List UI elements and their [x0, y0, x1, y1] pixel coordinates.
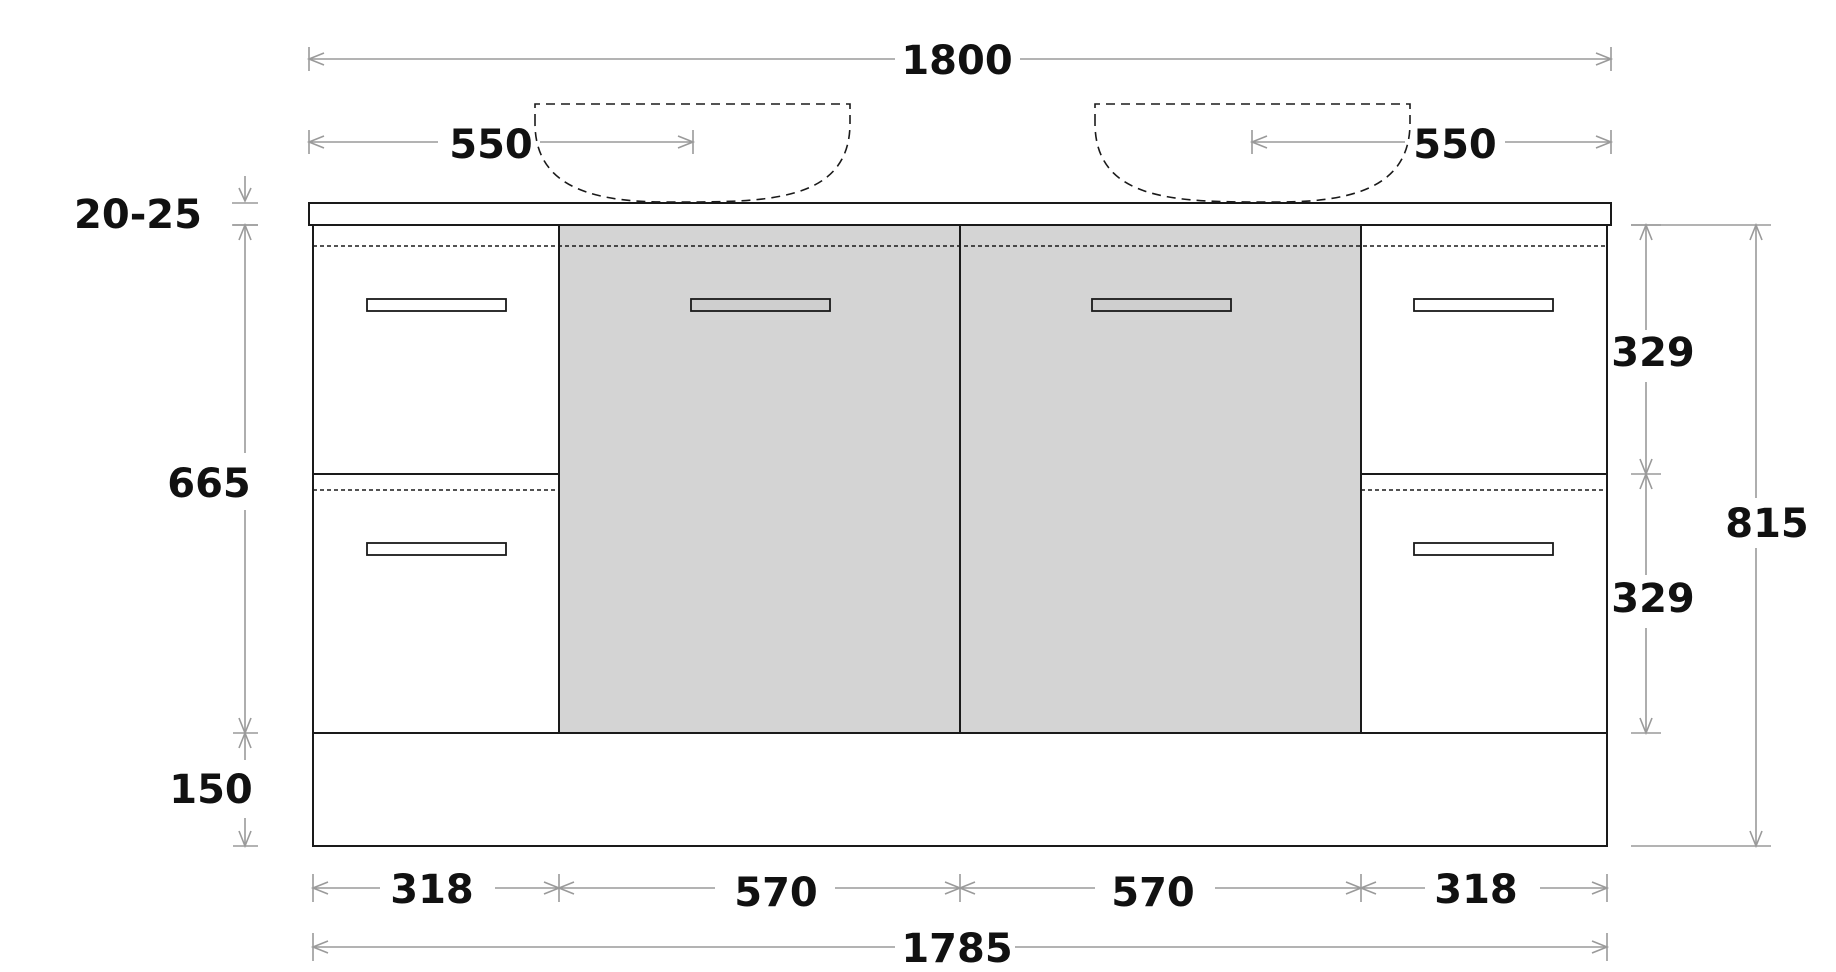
dimension-329-upper: 329 [1611, 222, 1695, 477]
dimension-label-665: 665 [167, 461, 251, 507]
door-handle-right [1091, 298, 1232, 312]
dimension-1800: 1800 [306, 38, 1614, 84]
plinth [312, 732, 1608, 847]
drawer-handle-top-right [1413, 298, 1554, 312]
dimension-550-left: 550 [306, 122, 696, 168]
dimension-label-1800: 1800 [901, 38, 1012, 84]
dimension-815: 815 [1631, 222, 1809, 849]
dimension-665: 665 [167, 222, 258, 736]
dimension-label-815: 815 [1725, 501, 1809, 547]
left-basin-outline [534, 103, 851, 203]
dimension-label-570-right: 570 [1111, 870, 1195, 916]
dimension-label-329-upper: 329 [1611, 330, 1695, 376]
dimension-550-right: 550 [1249, 122, 1614, 168]
dimension-20-25: 20-25 [74, 176, 258, 238]
dimension-150: 150 [169, 730, 258, 849]
dimension-label-1785: 1785 [901, 926, 1012, 972]
dimension-label-318-left: 318 [390, 867, 474, 913]
dimension-bottom-segments: 318 570 570 318 [310, 867, 1610, 916]
dimension-label-329-lower: 329 [1611, 576, 1695, 622]
dimension-label-318-right: 318 [1434, 867, 1518, 913]
dimension-1785: 1785 [310, 926, 1610, 972]
dimension-label-550-left: 550 [449, 122, 533, 168]
dimension-label-150: 150 [169, 767, 253, 813]
drawer-handle-bottom-left [366, 542, 507, 556]
dimension-label-550-right: 550 [1413, 122, 1497, 168]
door-handle-left [690, 298, 831, 312]
dimension-label-570-left: 570 [734, 870, 818, 916]
countertop [308, 202, 1612, 226]
dimension-label-20-25: 20-25 [74, 192, 202, 238]
drawer-handle-bottom-right [1413, 542, 1554, 556]
drawer-handle-top-left [366, 298, 507, 312]
dimension-329-lower: 329 [1611, 471, 1695, 736]
